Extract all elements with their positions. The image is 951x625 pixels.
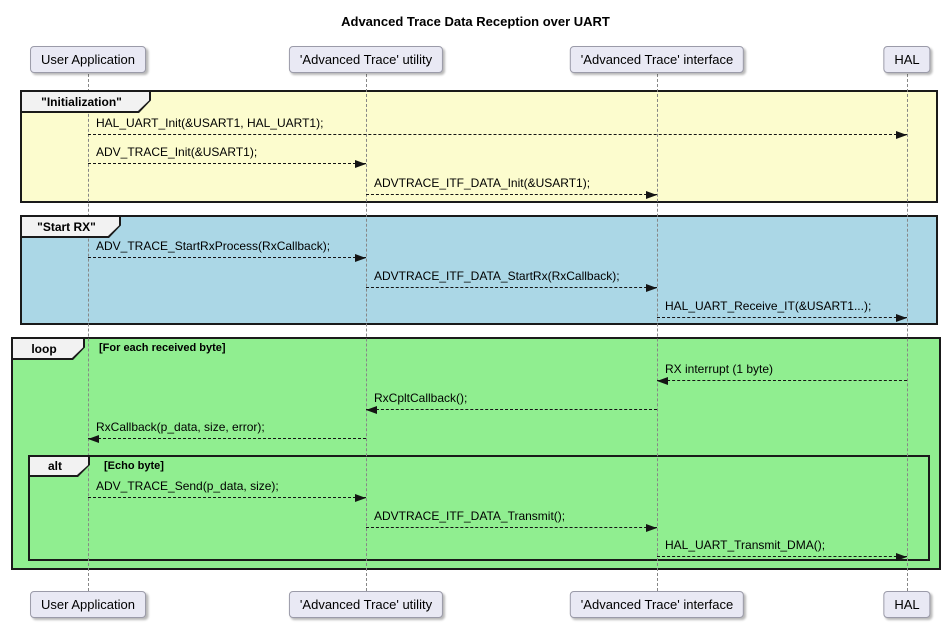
message-line xyxy=(366,409,657,410)
message-line xyxy=(657,380,907,381)
participant-bottom-3: HAL xyxy=(883,591,931,618)
lifeline-3 xyxy=(907,74,908,591)
arrowhead-right-icon xyxy=(355,493,366,502)
message-label: RxCpltCallback(); xyxy=(374,391,468,405)
message-label: RxCallback(p_data, size, error); xyxy=(96,420,265,434)
message-line xyxy=(88,257,366,258)
frame-start-rx xyxy=(20,215,938,325)
message-line xyxy=(88,438,366,439)
arrowhead-right-icon xyxy=(896,313,907,322)
arrowhead-right-icon xyxy=(646,190,657,199)
message-label: RX interrupt (1 byte) xyxy=(665,362,774,376)
participant-bottom-2: 'Advanced Trace' interface xyxy=(569,591,745,618)
message-line xyxy=(88,134,907,135)
participant-top-2: 'Advanced Trace' interface xyxy=(569,46,745,73)
message-line xyxy=(88,497,366,498)
message-label: ADVTRACE_ITF_DATA_Transmit(); xyxy=(374,509,566,523)
message-label: ADV_TRACE_StartRxProcess(RxCallback); xyxy=(96,239,331,253)
message-label: HAL_UART_Transmit_DMA(); xyxy=(665,538,826,552)
frame-loop xyxy=(11,337,941,570)
message-line xyxy=(366,287,657,288)
frame-initialization xyxy=(20,90,938,203)
arrowhead-right-icon xyxy=(355,159,366,168)
arrowhead-right-icon xyxy=(896,552,907,561)
message-label: ADVTRACE_ITF_DATA_Init(&USART1); xyxy=(374,176,591,190)
frame-label-alt-echo: alt xyxy=(28,455,90,477)
frame-label-loop: loop xyxy=(11,337,85,360)
message-line xyxy=(657,317,907,318)
participant-bottom-1: 'Advanced Trace' utility xyxy=(288,591,444,618)
frame-label-text: "Initialization" xyxy=(22,92,149,111)
participant-bottom-0: User Application xyxy=(30,591,146,618)
arrowhead-right-icon xyxy=(896,130,907,139)
message-line xyxy=(88,163,366,164)
message-label: HAL_UART_Receive_IT(&USART1...); xyxy=(665,299,872,313)
arrowhead-right-icon xyxy=(646,523,657,532)
arrowhead-right-icon xyxy=(355,253,366,262)
arrowhead-left-icon xyxy=(88,434,99,443)
arrowhead-right-icon xyxy=(646,283,657,292)
participant-top-3: HAL xyxy=(883,46,931,73)
arrowhead-left-icon xyxy=(366,405,377,414)
message-label: HAL_UART_Init(&USART1, HAL_UART1); xyxy=(96,116,324,130)
message-label: ADV_TRACE_Init(&USART1); xyxy=(96,145,258,159)
message-line xyxy=(366,527,657,528)
frame-label-text: loop xyxy=(13,339,83,358)
frame-label-text: "Start RX" xyxy=(22,217,119,236)
message-line xyxy=(657,556,907,557)
lifeline-1 xyxy=(366,74,367,591)
frame-alt-echo xyxy=(28,455,930,561)
frame-condition: [For each received byte] xyxy=(99,342,226,354)
frame-label-initialization: "Initialization" xyxy=(20,90,151,113)
frame-label-text: alt xyxy=(30,457,88,475)
message-line xyxy=(366,194,657,195)
participant-top-1: 'Advanced Trace' utility xyxy=(288,46,444,73)
message-label: ADVTRACE_ITF_DATA_StartRx(RxCallback); xyxy=(374,269,620,283)
participant-top-0: User Application xyxy=(30,46,146,73)
frame-condition: [Echo byte] xyxy=(104,460,164,472)
frame-label-start-rx: "Start RX" xyxy=(20,215,121,238)
arrowhead-left-icon xyxy=(657,376,668,385)
lifeline-0 xyxy=(88,74,89,591)
diagram-title: Advanced Trace Data Reception over UART xyxy=(341,14,610,29)
lifeline-2 xyxy=(657,74,658,591)
message-label: ADV_TRACE_Send(p_data, size); xyxy=(96,479,279,493)
